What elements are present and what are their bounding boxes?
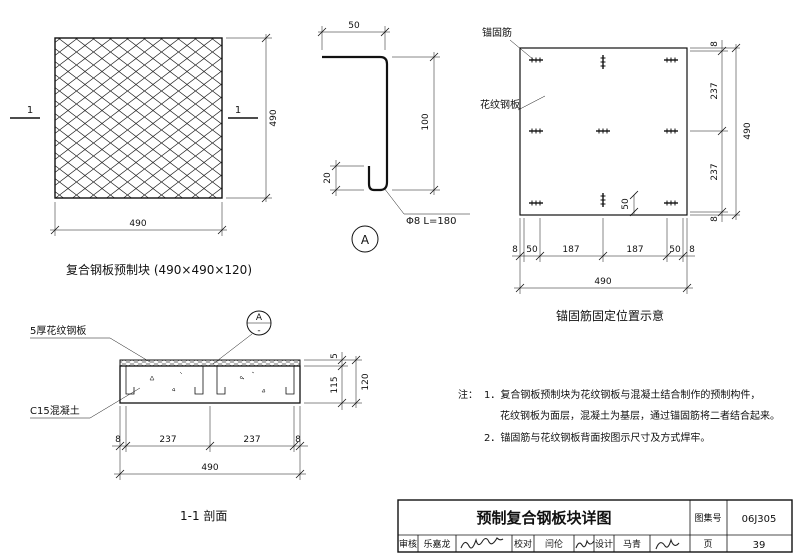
label-anchor-rebar: 锚固筋 [482,26,512,39]
atlas-number: 06J305 [742,514,777,525]
detail-mark-circle [351,225,379,253]
anchor-inner-dim: 50 [621,198,631,210]
plan-caption: 复合钢板预制块 (490×490×120) [66,262,252,277]
label-plate-5mm: 5厚花纹钢板 [30,324,86,337]
section-bottom-total: 490 [201,463,218,473]
checker-signature [575,539,595,549]
anchor-bottom-dim-4: 50 [669,245,681,255]
label-checker-plate: 花纹钢板 [480,98,520,111]
notes: 注： 1．复合钢板预制块为花纹钢板与混凝土结合制作的预制构件， 花纹钢板为面层，… [458,388,780,444]
anchor-mark-3 [529,128,543,134]
detail-mark: A [361,233,370,247]
reviewer-signature [460,537,504,549]
anchor-position-view: 锚固筋 花纹钢板 8 237 237 8 490 50 [480,26,753,323]
anchor-right-dim-2: 237 [710,163,720,180]
plan-dim-height: 490 [269,109,279,126]
checker-name: 闫伦 [545,538,563,550]
designer-signature [655,538,680,550]
section-concrete [119,365,301,404]
section-plate [119,359,301,367]
title-block: 预制复合钢板块详图 图集号 06J305 审核 乐嘉龙 校对 闫伦 设计 马青 … [397,499,793,553]
designer-name: 马青 [623,538,641,550]
anchor-rebar [322,55,389,192]
label-concrete: C15混凝土 [30,404,80,417]
section-right-dim-0: 5 [330,353,340,359]
rebar-dim-hook: 20 [323,172,333,184]
review-label: 审核 [399,538,417,550]
anchor-bottom-total: 490 [594,277,611,287]
checker-plate [54,37,223,199]
rebar-spec: Φ8 L=180 [406,216,456,227]
notes-prefix: 注： [458,388,478,401]
drawing-title: 预制复合钢板块详图 [476,509,611,527]
section-mark-left: 1 [27,105,33,116]
design-label: 设计 [595,538,613,550]
anchor-right-dim-3: 8 [710,216,720,222]
section-right-dim-1: 115 [330,376,340,393]
section-right-total: 120 [361,373,371,390]
anchor-bottom-dim-0: 8 [512,245,518,255]
section-bottom-dim-2: 237 [243,435,260,445]
plan-view: 1 1 490 490 复合钢板预制块 (490×490×120) [10,33,279,277]
plan-dim-width: 490 [129,219,146,229]
section-bottom-dim-1: 237 [159,435,176,445]
anchor-bottom-dim-3: 187 [626,245,643,255]
page-number: 39 [753,540,766,551]
anchor-right-total: 490 [743,122,753,139]
rebar-dim-top: 50 [348,21,360,31]
rebar-dim-height: 100 [421,113,431,130]
anchor-right-dim-1: 237 [710,82,720,99]
anchor-bottom-dim-5: 8 [689,245,695,255]
anchor-mark-2 [664,57,678,63]
anchor-mark-6 [529,200,543,206]
notes-line-3: 2．锚固筋与花纹钢板背面按图示尺寸及方式焊牢。 [484,431,710,444]
notes-line-2: 花纹钢板为面层，混凝土为基层，通过锚固筋将二者结合起来。 [500,409,780,422]
section-bottom-dim-3: 8 [295,435,301,445]
section-detail-top: A [256,313,263,323]
anchor-bottom-dim-1: 50 [526,245,538,255]
rebar-detail: 50 100 20 Φ8 L=180 A [317,21,470,253]
reviewer-name: 乐嘉龙 [423,538,450,550]
notes-line-1: 1．复合钢板预制块为花纹钢板与混凝土结合制作的预制构件， [484,388,760,401]
anchor-mark-5 [664,128,678,134]
section-caption: 1-1 剖面 [180,509,227,523]
anchor-mark-8 [664,200,678,206]
atlas-label: 图集号 [694,512,721,524]
anchor-bottom-dim-2: 187 [562,245,579,255]
section-detail-bottom: - [257,326,260,336]
section-view: 5厚花纹钢板 C15混凝土 A - 5 115 120 [30,310,371,523]
check-label: 校对 [514,538,532,550]
section-mark-right: 1 [235,105,241,116]
page-label: 页 [703,539,712,550]
anchor-mark-1 [600,55,606,69]
anchor-caption: 锚固筋固定位置示意 [556,308,664,323]
anchor-right-dim-0: 8 [710,41,720,47]
section-bottom-dim-0: 8 [115,435,121,445]
anchor-mark-7 [600,193,606,207]
anchor-mark-0 [529,57,543,63]
anchor-mark-4 [596,128,610,134]
